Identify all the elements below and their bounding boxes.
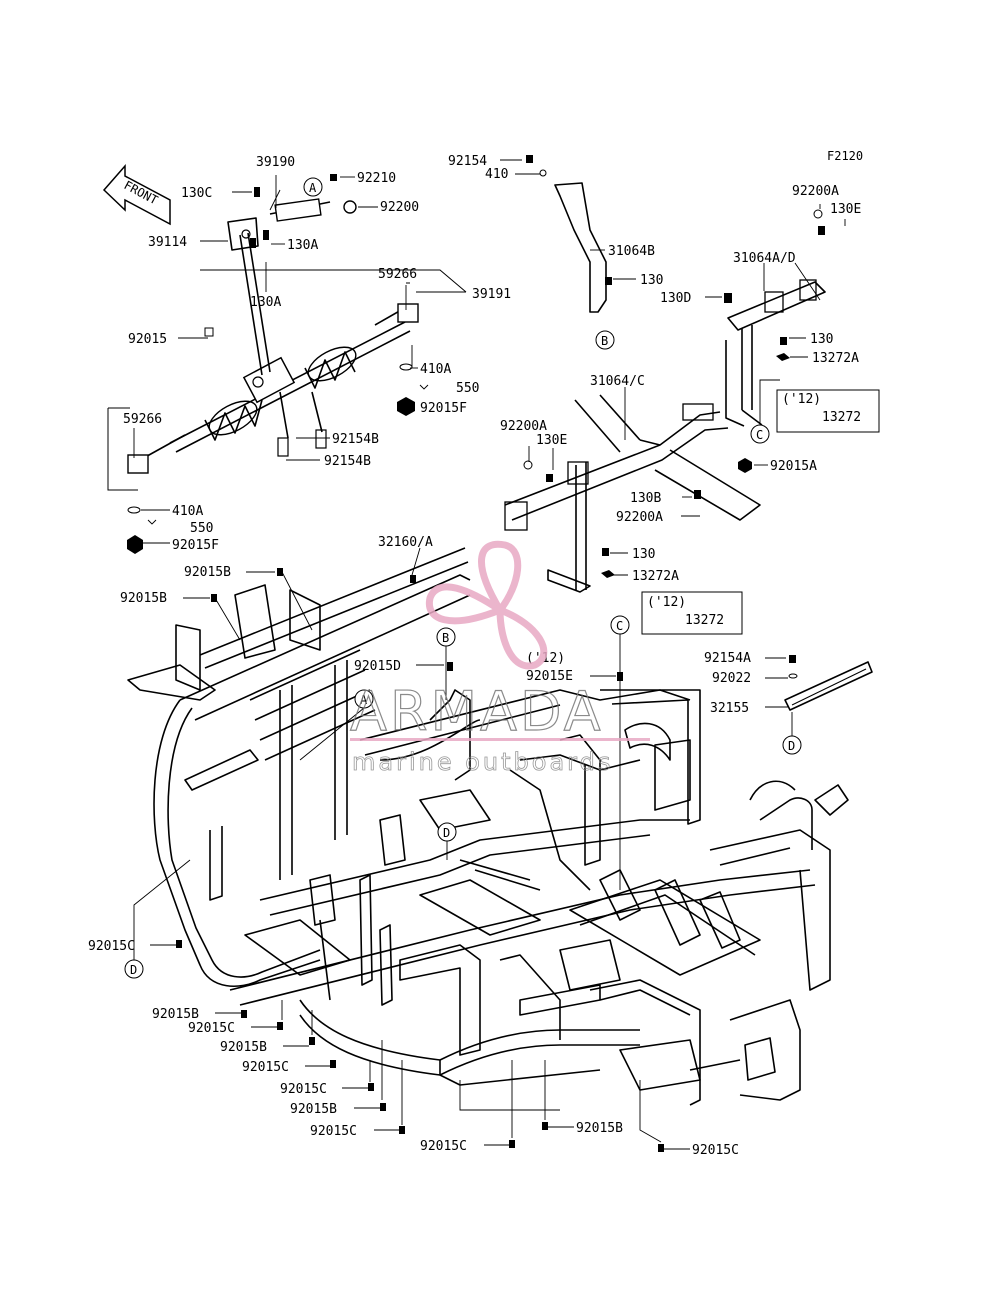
label-92154-top: 92154 — [448, 154, 487, 169]
label-92015c-3: 92015C — [242, 1060, 289, 1075]
label-92154a: 92154A — [704, 651, 751, 666]
svg-text:C: C — [756, 428, 763, 442]
part-labels: 39190 92210 130C 92200 39114 130A 130A 5… — [88, 154, 861, 1158]
label-59266-right: 59266 — [378, 267, 417, 282]
label-92015b-5: 92015B — [290, 1102, 337, 1117]
label-92200: 92200 — [380, 200, 419, 215]
crossmember-31064c — [504, 394, 761, 593]
label-92015b-1: 92015B — [184, 565, 231, 580]
label-92154b-1: 92154B — [332, 432, 379, 447]
label-92200a-right: 92200A — [792, 184, 839, 199]
svg-text:C: C — [616, 619, 623, 633]
label-92015d: 92015D — [354, 659, 401, 674]
label-31064b: 31064B — [608, 244, 655, 259]
upper-bracket-31064ad — [724, 209, 826, 427]
label-92015f-right: 92015F — [420, 401, 467, 416]
label-31064ad: 31064A/D — [733, 251, 796, 266]
watermark-brand: ARMADA — [350, 680, 604, 743]
ref-marker-d-left: D — [124, 959, 144, 979]
ref-marker-a-top: A — [303, 177, 323, 197]
svg-text:A: A — [360, 693, 368, 707]
label-92015b-2: 92015B — [120, 591, 167, 606]
label-130c-top: 130C — [181, 186, 212, 201]
label-92015e: 92015E — [526, 669, 573, 684]
label-92015: 92015 — [128, 332, 167, 347]
label-410a-left: 410A — [172, 504, 203, 519]
label-92154b-2: 92154B — [324, 454, 371, 469]
main-frame — [127, 547, 849, 1106]
label-130e-mid: 130E — [536, 433, 567, 448]
svg-text:D: D — [788, 739, 795, 753]
svg-text:B: B — [442, 631, 449, 645]
label-92015c-7: 92015C — [692, 1143, 739, 1158]
svg-text:D: D — [443, 826, 450, 840]
label-130e-right: 130E — [830, 202, 861, 217]
propeller-icon — [425, 540, 548, 670]
label-39190: 39190 — [256, 155, 295, 170]
label-130-b: 130 — [640, 273, 663, 288]
diagram-code: F2120 — [827, 149, 863, 163]
label-410-top: 410 — [485, 167, 508, 182]
label-92015c-5: 92015C — [310, 1124, 357, 1139]
label-92015b-6: 92015B — [576, 1121, 623, 1136]
label-59266-left: 59266 — [123, 412, 162, 427]
variant-box-right — [776, 389, 880, 433]
svg-text:B: B — [601, 334, 608, 348]
label-92200a-mid: 92200A — [500, 419, 547, 434]
leader-lines — [133, 159, 846, 1150]
ref-marker-d-mid: D — [437, 822, 457, 842]
label-92015a: 92015A — [770, 459, 817, 474]
label-92200a-bottom: 92200A — [616, 510, 663, 525]
ref-marker-c-mid: C — [610, 615, 630, 635]
label-39191: 39191 — [472, 287, 511, 302]
ref-marker-d-right: D — [782, 735, 802, 755]
label-130b: 130B — [630, 491, 661, 506]
label-130a-2: 130A — [250, 295, 281, 310]
label-130a-1: 130A — [287, 238, 318, 253]
stay-32155 — [784, 655, 873, 711]
front-arrow-icon: FRONT — [102, 164, 171, 226]
variant-box-middle — [641, 591, 743, 635]
label-550-left: 550 — [190, 521, 213, 536]
label-92015b-4: 92015B — [220, 1040, 267, 1055]
label-92015f-left: 92015F — [172, 538, 219, 553]
svg-text:D: D — [130, 963, 137, 977]
label-92015b-3: 92015B — [152, 1007, 199, 1022]
label-92022: 92022 — [712, 671, 751, 686]
label-13272a-mid: 13272A — [632, 569, 679, 584]
ref-marker-c-top: C — [750, 424, 770, 444]
label-130d: 130D — [660, 291, 691, 306]
upper-bracket-31064b — [526, 155, 612, 313]
label-12-mid: ('12) — [647, 595, 686, 610]
label-32155: 32155 — [710, 701, 749, 716]
label-92015c-4: 92015C — [280, 1082, 327, 1097]
label-92015c-1: 92015C — [88, 939, 135, 954]
label-13272-right: 13272 — [822, 410, 861, 425]
label-92015c-6: 92015C — [420, 1139, 467, 1154]
label-92210: 92210 — [357, 171, 396, 186]
frame-bolts — [176, 568, 664, 1152]
steering-rack-assembly — [107, 174, 467, 554]
svg-text:A: A — [309, 181, 317, 195]
watermark-logo: ARMADA marine outboards — [349, 540, 650, 776]
label-130-right: 130 — [810, 332, 833, 347]
ref-marker-b-top: B — [595, 330, 615, 350]
label-13272a-right: 13272A — [812, 351, 859, 366]
watermark-tagline: marine outboards — [352, 748, 613, 776]
label-92015c-2: 92015C — [188, 1021, 235, 1036]
label-31064c: 31064/C — [590, 374, 645, 389]
label-39114: 39114 — [148, 235, 187, 250]
label-550-right: 550 — [456, 381, 479, 396]
label-32160a: 32160/A — [378, 535, 433, 550]
label-12-right: ('12) — [782, 392, 821, 407]
label-13272-mid: 13272 — [685, 613, 724, 628]
label-130-mid: 130 — [632, 547, 655, 562]
ref-marker-b-mid: B — [436, 627, 456, 647]
label-410a-right: 410A — [420, 362, 451, 377]
